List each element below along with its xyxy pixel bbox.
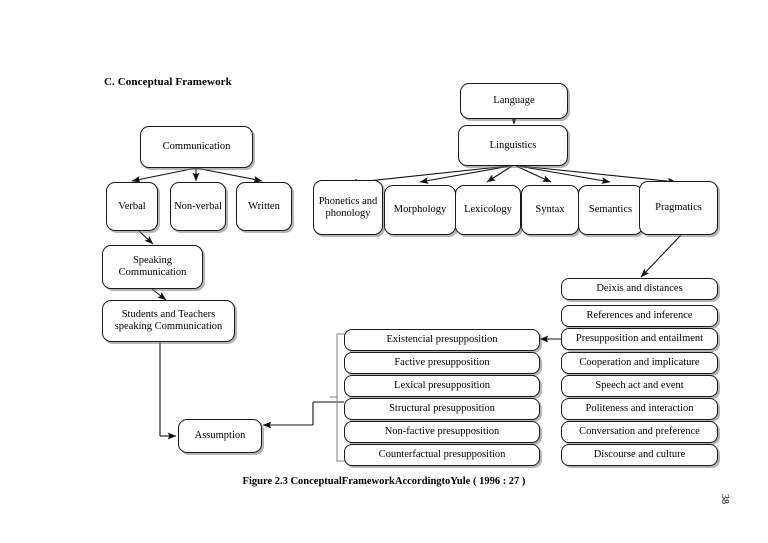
node-assumption[interactable]: Assumption: [178, 419, 262, 453]
node-conversation-and-preference[interactable]: Conversation and preference: [561, 421, 718, 443]
node-politeness-and-interaction[interactable]: Politeness and interaction: [561, 398, 718, 420]
node-linguistics[interactable]: Linguistics: [458, 125, 568, 166]
node-non-factive-presupposition[interactable]: Non-factive presupposition: [344, 421, 540, 443]
node-written[interactable]: Written: [236, 182, 292, 231]
node-factive-presupposition[interactable]: Factive presupposition: [344, 352, 540, 374]
node-existencial-presupposition[interactable]: Existencial presupposition: [344, 329, 540, 351]
node-structural-presupposition[interactable]: Structural presupposition: [344, 398, 540, 420]
node-semantics[interactable]: Semantics: [578, 185, 643, 235]
node-non-verbal[interactable]: Non-verbal: [170, 182, 226, 231]
section-heading: C. Conceptual Framework: [104, 76, 232, 88]
node-deixis-and-distances[interactable]: Deixis and distances: [561, 278, 718, 300]
node-lexical-presupposition[interactable]: Lexical presupposition: [344, 375, 540, 397]
node-phonetics-phonology[interactable]: Phonetics and phonology: [313, 180, 383, 235]
node-pragmatics[interactable]: Pragmatics: [639, 181, 718, 235]
page-number: 38: [719, 494, 730, 504]
node-morphology[interactable]: Morphology: [384, 185, 456, 235]
node-counterfactual-presupposition[interactable]: Counterfactual presupposition: [344, 444, 540, 466]
node-communication[interactable]: Communication: [140, 126, 253, 168]
node-language[interactable]: Language: [460, 83, 568, 119]
node-references-and-inference[interactable]: References and inference: [561, 305, 718, 327]
node-cooperation-and-implicature[interactable]: Cooperation and implicature: [561, 352, 718, 374]
node-syntax[interactable]: Syntax: [521, 185, 579, 235]
node-speaking-communication[interactable]: Speaking Communication: [102, 245, 203, 289]
node-discourse-and-culture[interactable]: Discourse and culture: [561, 444, 718, 466]
node-verbal[interactable]: Verbal: [106, 182, 158, 231]
node-students-teachers-speaking[interactable]: Students and Teachers speaking Communica…: [102, 300, 235, 342]
node-speech-act-and-event[interactable]: Speech act and event: [561, 375, 718, 397]
figure-caption: Figure 2.3 ConceptualFrameworkAccordingt…: [242, 476, 526, 487]
node-lexicology[interactable]: Lexicology: [455, 185, 521, 235]
node-presupposition-and-entailment[interactable]: Presupposition and entailment: [561, 328, 718, 350]
